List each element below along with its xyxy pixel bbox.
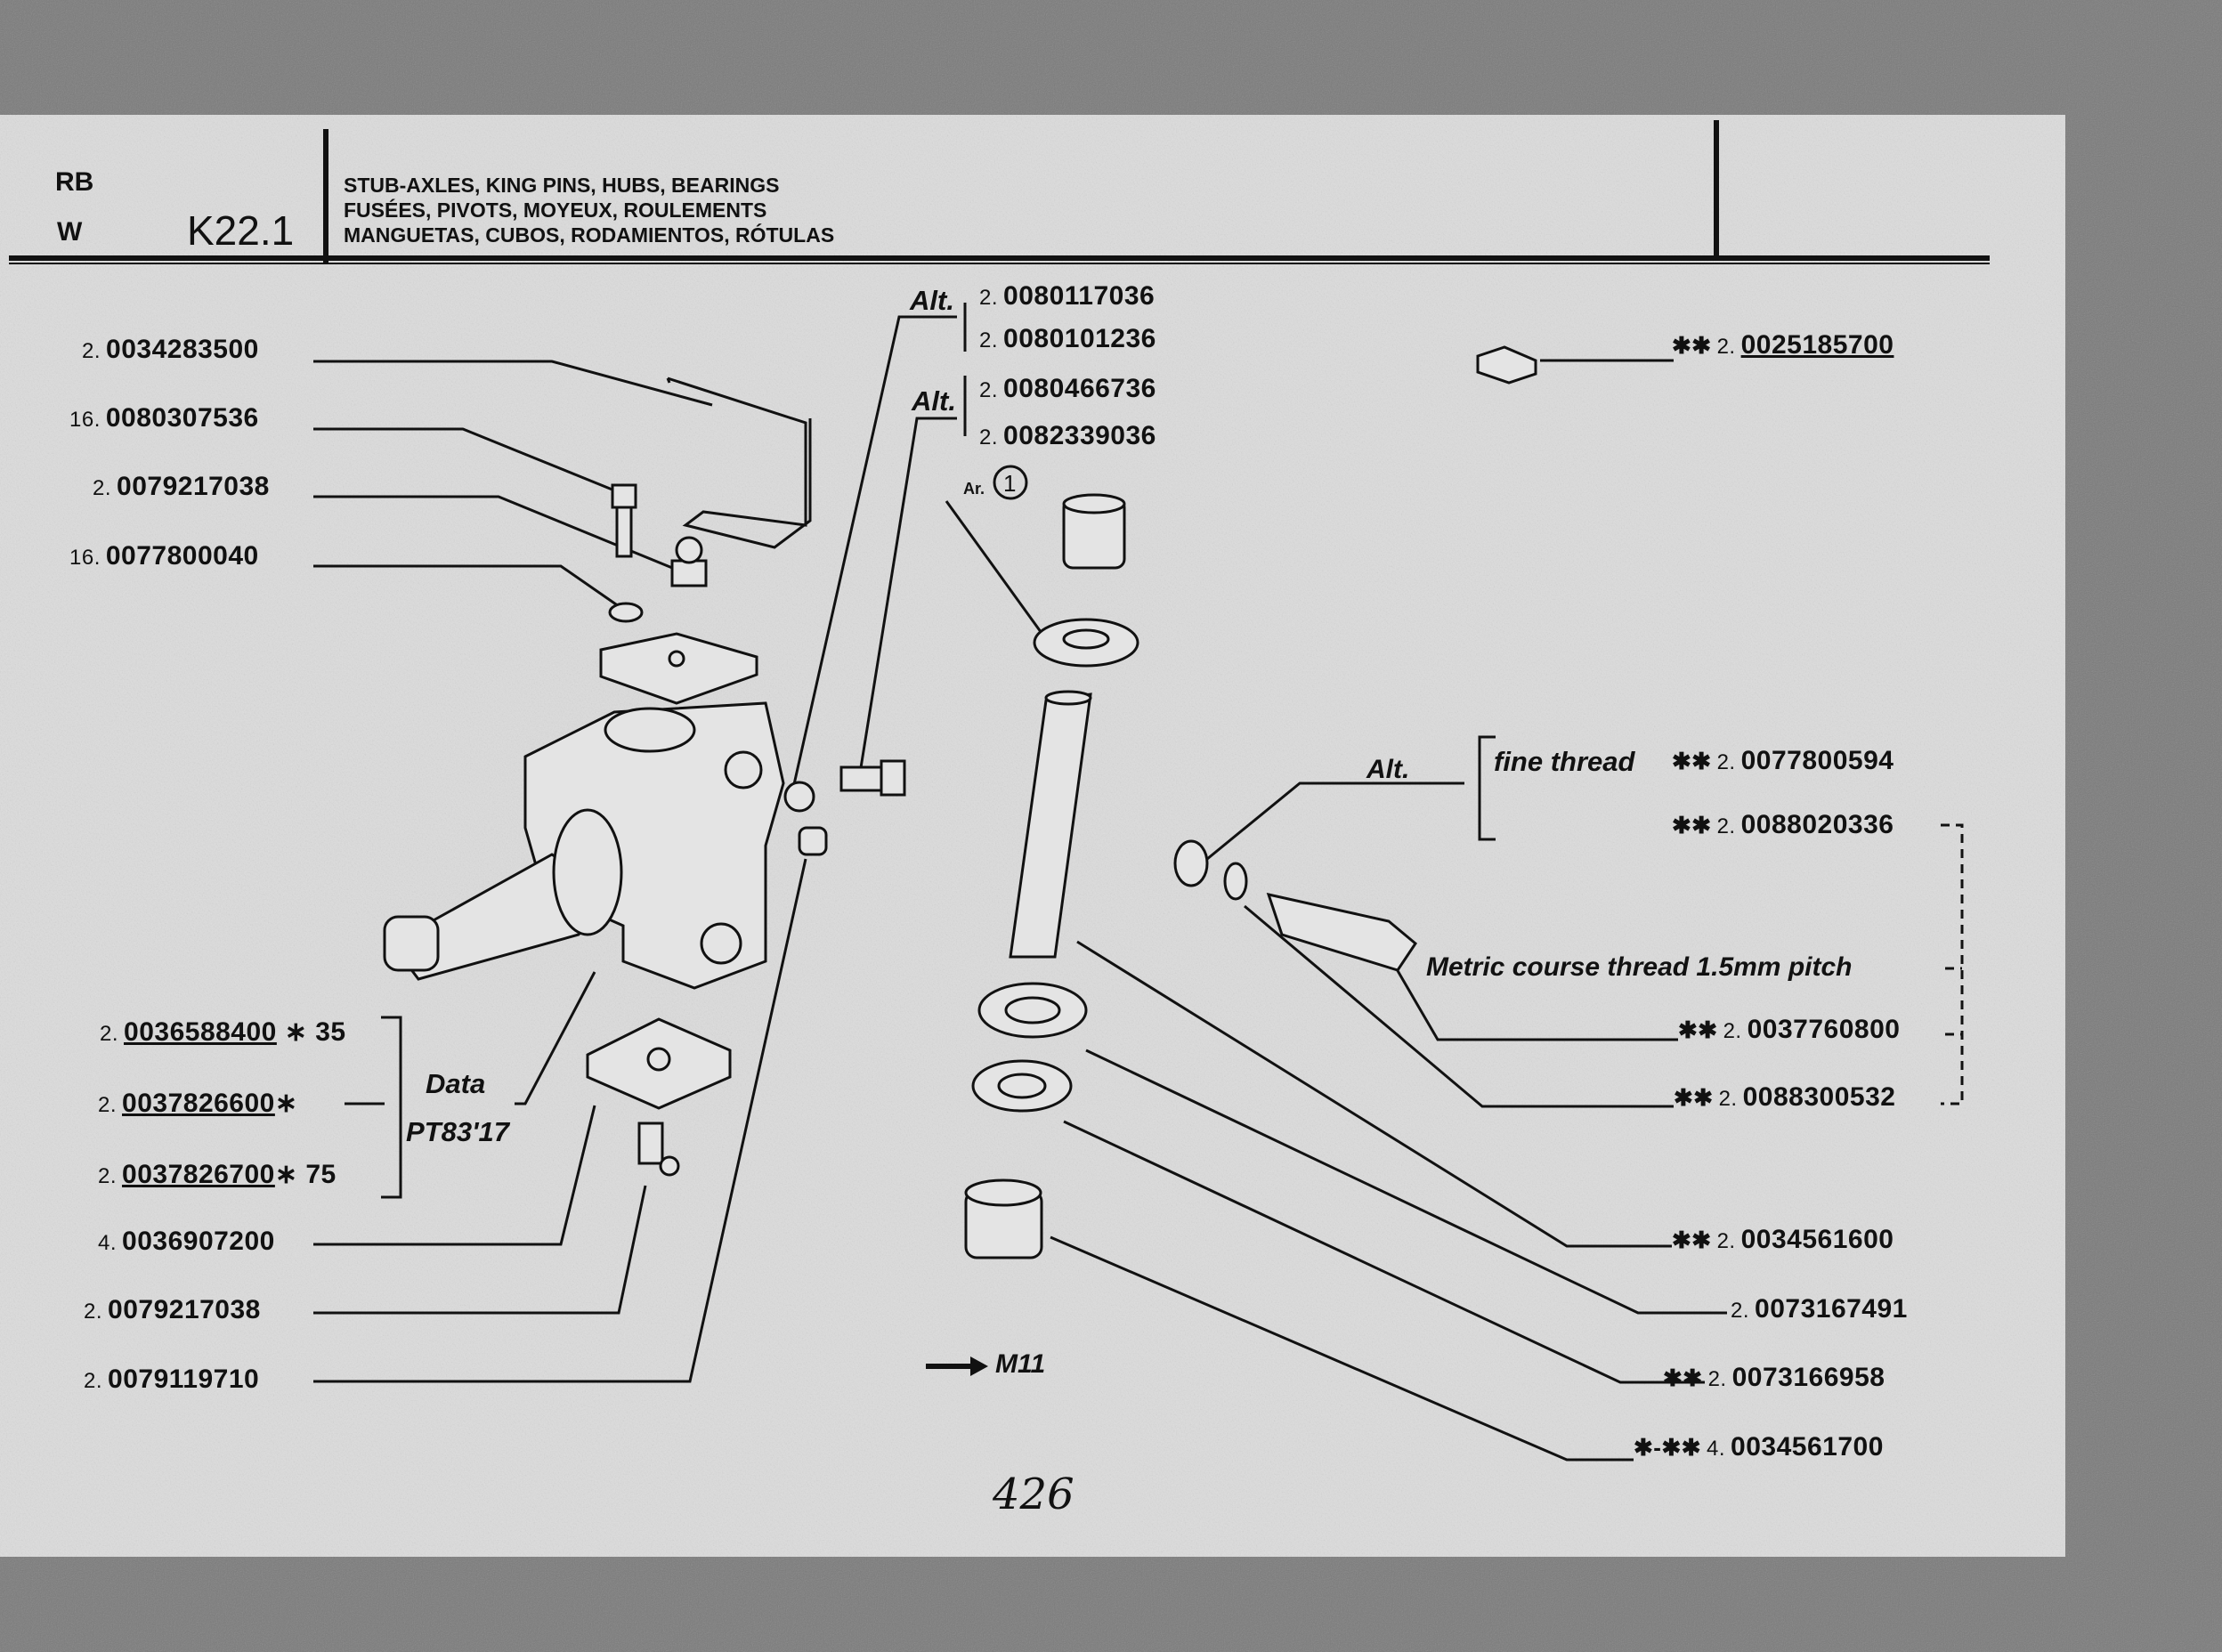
header-code-rb: RB <box>55 167 94 197</box>
alt-label: Alt. <box>910 285 954 316</box>
part-label: 2.0079119710 <box>84 1365 260 1394</box>
nut-right <box>1173 839 1209 887</box>
parts-sheet <box>0 115 2065 1557</box>
metric-thread-label: Metric course thread 1.5mm pitch <box>1426 952 1853 982</box>
part-label: 2.0073167491 <box>1731 1294 1908 1324</box>
leader-line <box>1391 962 1678 1041</box>
key-part <box>1476 345 1537 385</box>
part-label: 2.0079217038 <box>84 1295 261 1324</box>
leader-line <box>313 1105 596 1246</box>
leader-line <box>313 1185 647 1315</box>
leader-line <box>515 971 596 1105</box>
alt-part-label: 2.0080117036 <box>979 281 1156 311</box>
sheet-number: K22.1 <box>187 207 295 254</box>
reference-arrow-icon <box>926 1356 988 1376</box>
castle-nut <box>383 915 440 972</box>
header-code-w: W <box>57 217 83 247</box>
part-label: 2.0079217038 <box>93 472 270 501</box>
part-label: 4.0036907200 <box>98 1227 275 1256</box>
leader-line <box>1201 781 1464 865</box>
leader-line <box>313 858 807 1383</box>
washer-right <box>1223 862 1248 901</box>
part-label: 2.0034283500 <box>82 335 259 364</box>
ar-circle <box>993 465 1028 500</box>
dashed-bracket <box>1941 823 1964 1105</box>
page-number: 426 <box>993 1470 1075 1519</box>
leader-line <box>857 417 957 780</box>
ar-label: Ar. <box>963 480 985 498</box>
part-label: 16.0077800040 <box>69 541 259 571</box>
leader-line <box>1063 1120 1705 1384</box>
bush-small <box>798 826 828 856</box>
grease-nipple-bottom <box>637 1122 664 1165</box>
cover-plate-top <box>599 632 758 705</box>
ar-number: 1 <box>1003 470 1017 497</box>
title-spanish: MANGUETAS, CUBOS, RODAMIENTOS, RÓTULAS <box>344 223 835 247</box>
data-part-label: 2.0037826600∗ <box>98 1089 298 1118</box>
data-code: PT83'17 <box>406 1116 509 1147</box>
title-english: STUB-AXLES, KING PINS, HUBS, BEARINGS <box>344 174 780 197</box>
leader-line <box>945 500 1052 646</box>
leader-line <box>791 315 957 793</box>
grease-nipple <box>670 559 708 587</box>
part-label: ✱✱2.0073166958 <box>1663 1363 1885 1392</box>
washer <box>608 602 644 623</box>
data-part-label: 2.0036588400 ∗ 35 <box>100 1017 346 1047</box>
alt-part-label: 2.0080101236 <box>979 324 1156 353</box>
bracket-part <box>667 377 812 549</box>
leader-line <box>313 427 624 496</box>
part-label: ✱✱2.0077800594 <box>1672 746 1894 775</box>
king-pin <box>1009 692 1092 959</box>
bolt-shank <box>615 506 633 558</box>
part-label: ✱✱2.0088300532 <box>1674 1082 1896 1112</box>
leader-line <box>1085 1049 1727 1315</box>
part-label: ✱✱2.0037760800 <box>1678 1015 1901 1044</box>
title-french: FUSÉES, PIVOTS, MOYEUX, ROULEMENTS <box>344 198 767 222</box>
data-part-label: 2.0037826700∗ 75 <box>98 1160 337 1189</box>
fine-thread-label: fine thread <box>1494 746 1635 777</box>
nut-small <box>783 781 815 813</box>
alt-part-label: 2.0080466736 <box>979 374 1156 403</box>
part-label: ✱✱2.0034561600 <box>1672 1225 1894 1254</box>
part-label: ✱✱2.0088020336 <box>1672 810 1894 839</box>
part-label: ✱-✱✱4.0034561700 <box>1634 1432 1884 1462</box>
alt-part-label: 2.0082339036 <box>979 421 1156 450</box>
part-label: ✱✱2.0025185700 <box>1672 330 1894 360</box>
reference-label: M11 <box>995 1349 1046 1379</box>
leader-line <box>1050 1235 1634 1462</box>
alt-bracket <box>1478 735 1496 841</box>
data-label: Data <box>426 1068 486 1099</box>
alt-label: Alt. <box>1366 755 1410 784</box>
leader-line <box>313 564 628 614</box>
cotter-pin <box>1266 892 1417 972</box>
data-bracket <box>381 1016 402 1199</box>
bolt-head <box>611 483 637 509</box>
part-label: 16.0080307536 <box>69 403 259 433</box>
leader-line <box>313 360 713 407</box>
leader-line <box>1244 904 1674 1108</box>
alt-label: Alt. <box>912 385 956 417</box>
leader-line <box>1076 940 1672 1248</box>
